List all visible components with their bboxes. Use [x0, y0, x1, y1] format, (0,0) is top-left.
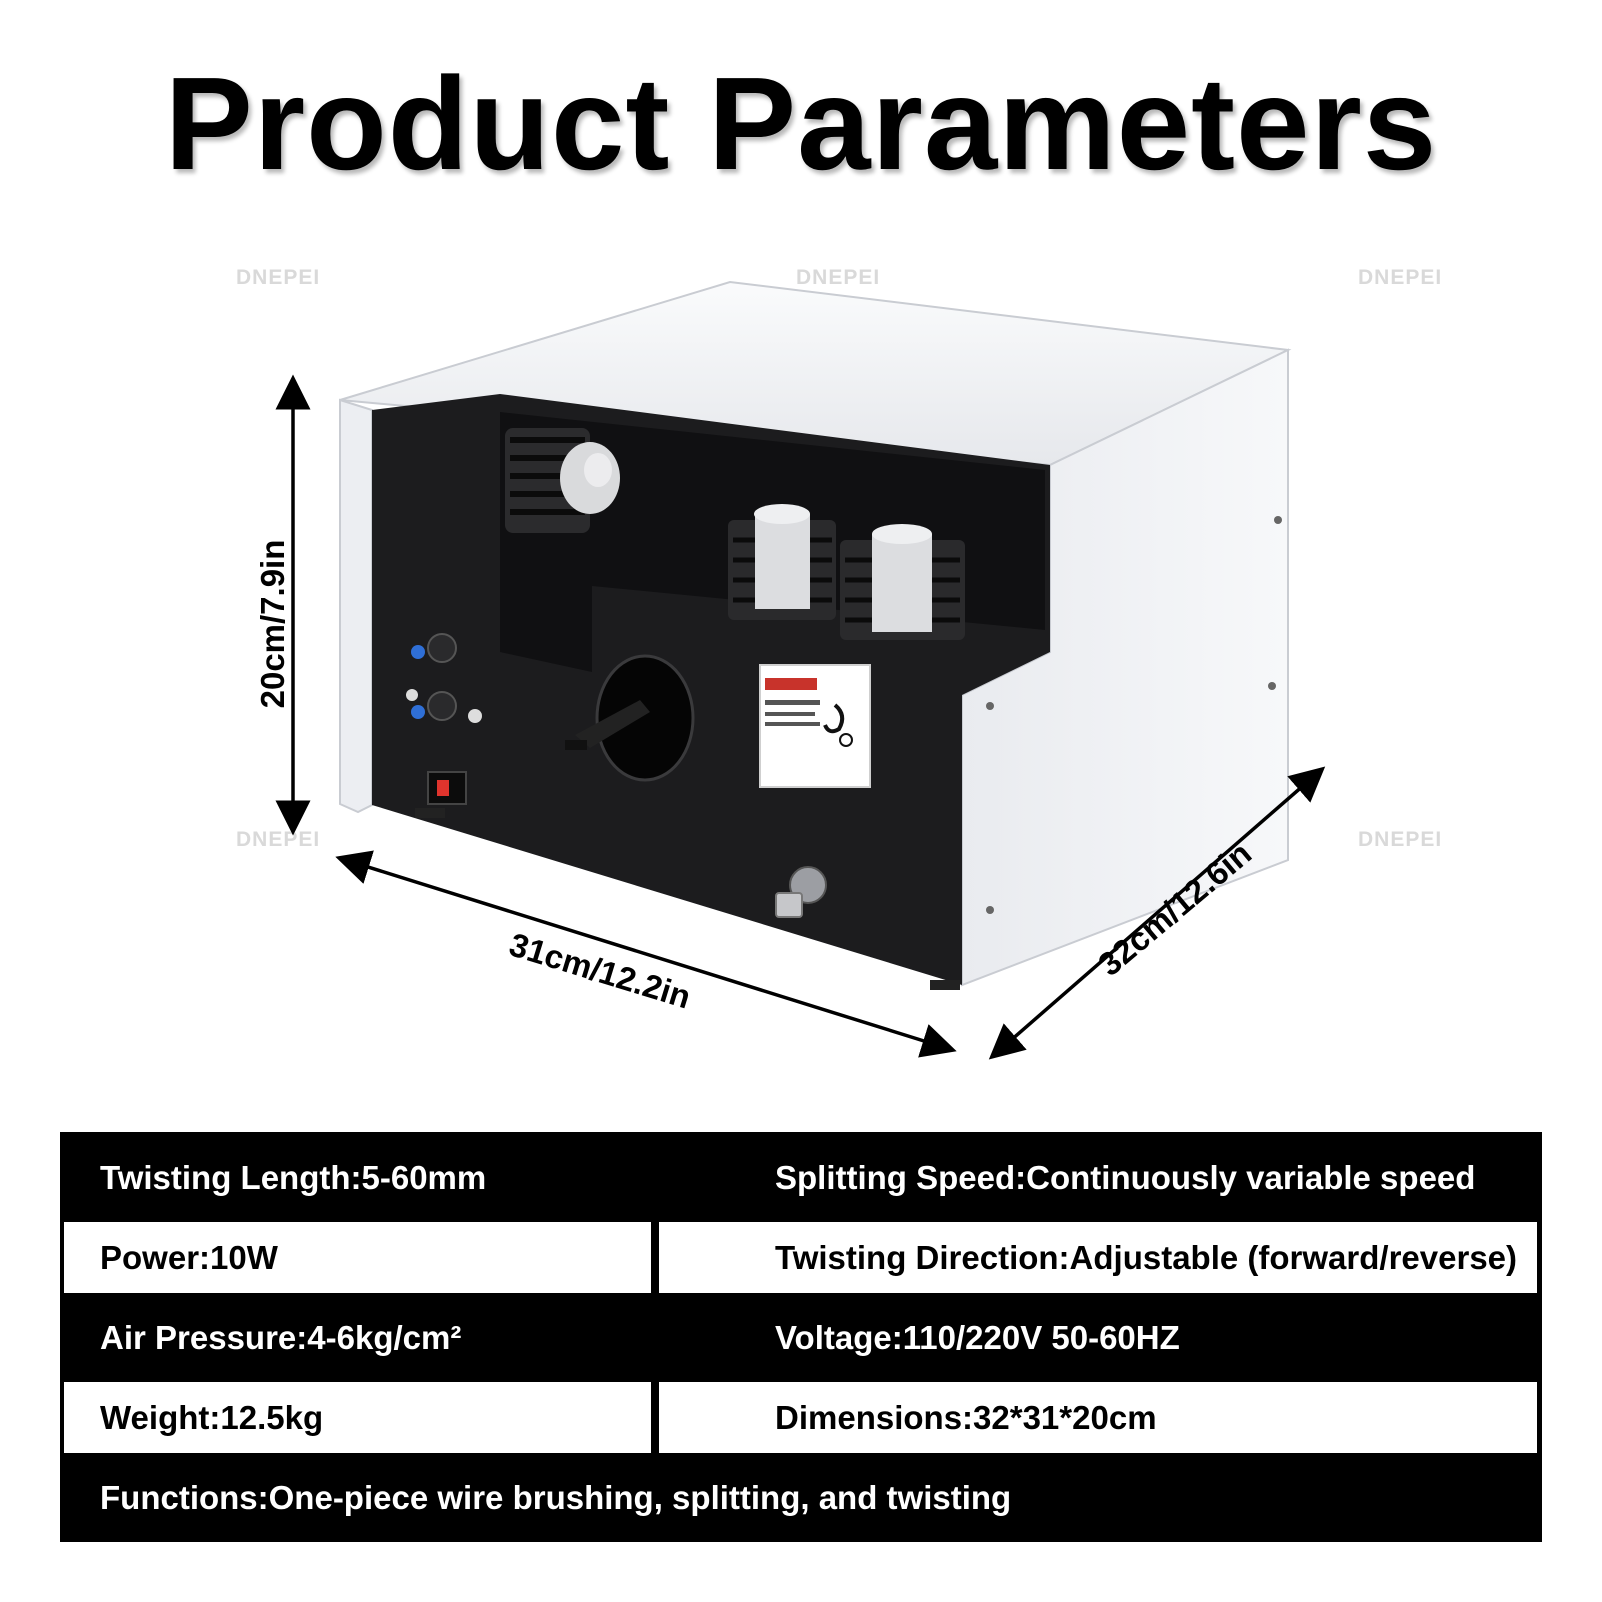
- brush-roller-left: [505, 428, 620, 533]
- param-twisting-length: Twisting Length:5-60mm: [100, 1158, 487, 1196]
- watermark: DNEPEI: [1358, 266, 1443, 289]
- parameters-table: Twisting Length:5-60mm Splitting Speed:C…: [60, 1132, 1542, 1542]
- param-air-pressure: Air Pressure:4-6kg/cm²: [100, 1318, 462, 1356]
- speed-knob-icon: [411, 633, 457, 663]
- table-row: Functions:One-piece wire brushing, split…: [60, 1456, 1542, 1539]
- param-voltage: Voltage:110/220V 50-60HZ: [775, 1318, 1180, 1356]
- warning-label-icon: [759, 664, 871, 788]
- param-twisting-direction: Twisting Direction:Adjustable (forward/r…: [659, 1222, 1537, 1293]
- width-arrow: [335, 850, 957, 1058]
- machine-illustration: [275, 280, 1326, 1060]
- watermark: DNEPEI: [1358, 828, 1443, 851]
- power-switch-icon: [427, 771, 467, 805]
- param-splitting-speed: Splitting Speed:Continuously variable sp…: [775, 1158, 1476, 1196]
- table-row: Air Pressure:4-6kg/cm² Voltage:110/220V …: [60, 1296, 1542, 1379]
- table-row: Weight:12.5kg Dimensions:32*31*20cm: [60, 1382, 1542, 1453]
- twisting-port-icon: [565, 654, 695, 782]
- param-dimensions: Dimensions:32*31*20cm: [659, 1382, 1537, 1453]
- param-power: Power:10W: [64, 1222, 651, 1293]
- height-dimension-label: 20cm/7.9in: [254, 539, 291, 709]
- page-title: Product Parameters: [164, 50, 1438, 197]
- table-row: Twisting Length:5-60mm Splitting Speed:C…: [60, 1136, 1542, 1219]
- watermark: DNEPEI: [796, 266, 881, 289]
- machine-left-edge: [339, 398, 373, 814]
- depth-arrow: [988, 766, 1326, 1060]
- direction-knob-icon: [406, 689, 482, 723]
- param-functions: Functions:One-piece wire brushing, split…: [100, 1478, 1012, 1516]
- table-row: Power:10W Twisting Direction:Adjustable …: [60, 1222, 1542, 1293]
- param-weight: Weight:12.5kg: [64, 1382, 651, 1453]
- brush-roller-right: [840, 524, 965, 640]
- watermark: DNEPEI: [236, 266, 321, 289]
- brush-roller-middle: [728, 504, 836, 620]
